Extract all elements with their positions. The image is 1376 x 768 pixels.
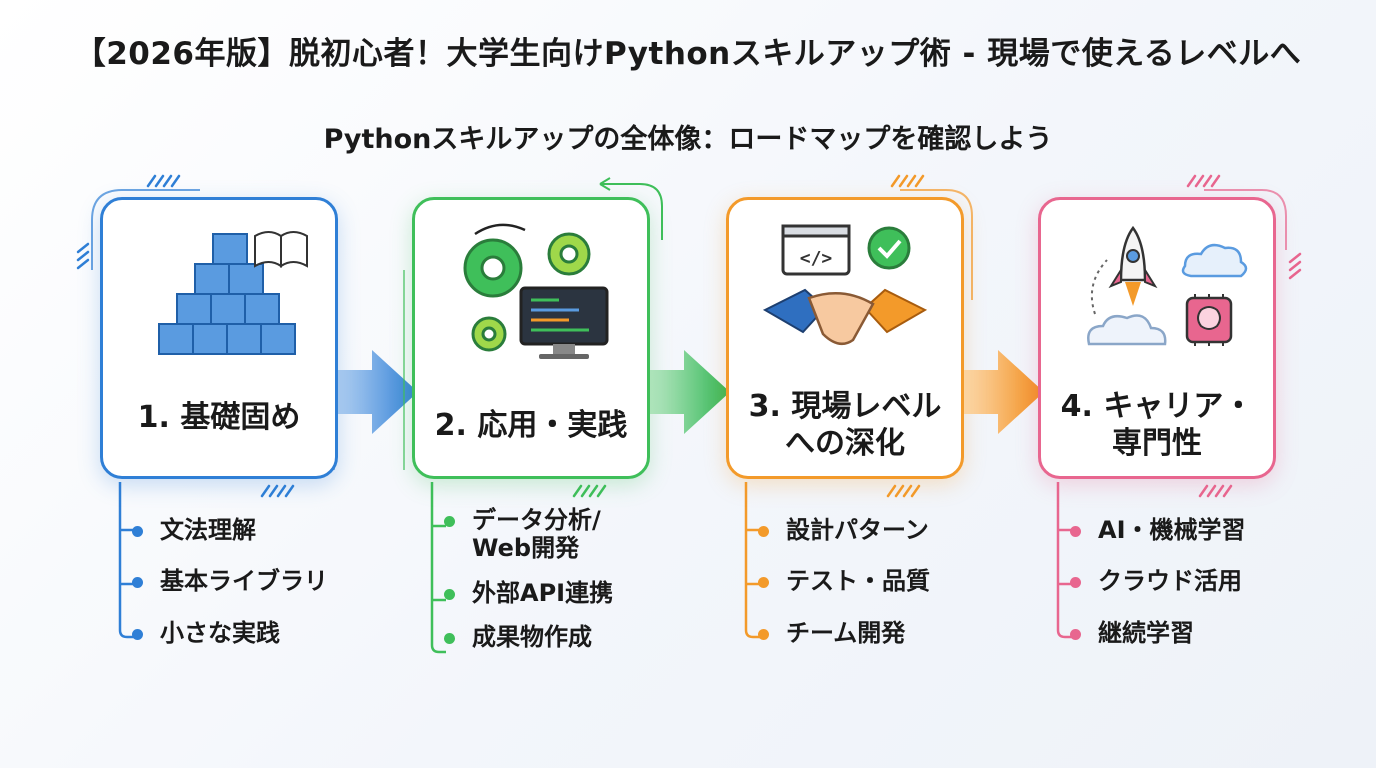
bullet-dot (132, 628, 143, 640)
svg-text:</>: </> (800, 248, 833, 269)
list-item: AI・機械学習 (1064, 516, 1246, 544)
step-card-2: 2. 応用・実践 (412, 197, 650, 479)
step-1-items: 文法理解 基本ライブラリ 小さな実践 (126, 516, 328, 670)
list-item: テスト・品質 (752, 567, 930, 595)
list-item: 文法理解 (126, 516, 328, 544)
step-card-3: </> 3. 現場レベル への深化 (726, 197, 964, 479)
list-item: 設計パターン (752, 516, 930, 544)
list-item: データ分析/ Web開発 (438, 506, 613, 563)
bullet-dot (444, 588, 455, 600)
list-item: 基本ライブラリ (126, 567, 328, 595)
bullet-dot (758, 526, 769, 537)
bullet-dot (1070, 577, 1081, 589)
step-3-items: 設計パターン テスト・品質 チーム開発 (752, 516, 930, 670)
page-title: 【2026年版】脱初心者！大学生向けPythonスキルアップ術 - 現場で使える… (74, 36, 1302, 72)
bullet-dot (758, 577, 769, 589)
step-label-3: 3. 現場レベル への深化 (748, 389, 942, 461)
arrow-2-to-3 (646, 350, 730, 434)
list-item: クラウド活用 (1064, 567, 1246, 595)
arrow-1-to-2 (334, 350, 418, 434)
bullet-dot (1070, 628, 1081, 640)
list-item: 成果物作成 (438, 623, 613, 651)
list-item: 継続学習 (1064, 619, 1246, 647)
step-label-4: 4. キャリア・ 専門性 (1060, 389, 1254, 461)
step-card-4: 4. キャリア・ 専門性 (1038, 197, 1276, 479)
step-card-1: 1. 基礎固め (100, 197, 338, 479)
rocket-cloud-ai-icon (1087, 225, 1248, 346)
bullet-dot (132, 526, 143, 537)
bullet-dot (132, 577, 143, 589)
blocks-and-book-icon (158, 231, 308, 355)
bullet-dot (444, 632, 455, 644)
bullet-dot (444, 516, 455, 527)
arrow-3-to-4 (960, 350, 1044, 434)
page-subtitle: Pythonスキルアップの全体像：ロードマップを確認しよう (323, 124, 1053, 155)
handshake-code-icon: </> (762, 224, 928, 346)
list-item: 外部API連携 (438, 579, 613, 607)
step-label-1: 1. 基礎固め (137, 399, 301, 435)
step-2-items: データ分析/ Web開発 外部API連携 成果物作成 (438, 506, 613, 667)
bullet-dot (758, 628, 769, 640)
gears-and-monitor-icon (463, 223, 609, 359)
step-4-items: AI・機械学習 クラウド活用 継続学習 (1064, 516, 1246, 670)
bullet-dot (1070, 526, 1081, 537)
step-label-2: 2. 応用・実践 (434, 407, 628, 443)
list-item: チーム開発 (752, 619, 930, 647)
list-item: 小さな実践 (126, 619, 328, 647)
